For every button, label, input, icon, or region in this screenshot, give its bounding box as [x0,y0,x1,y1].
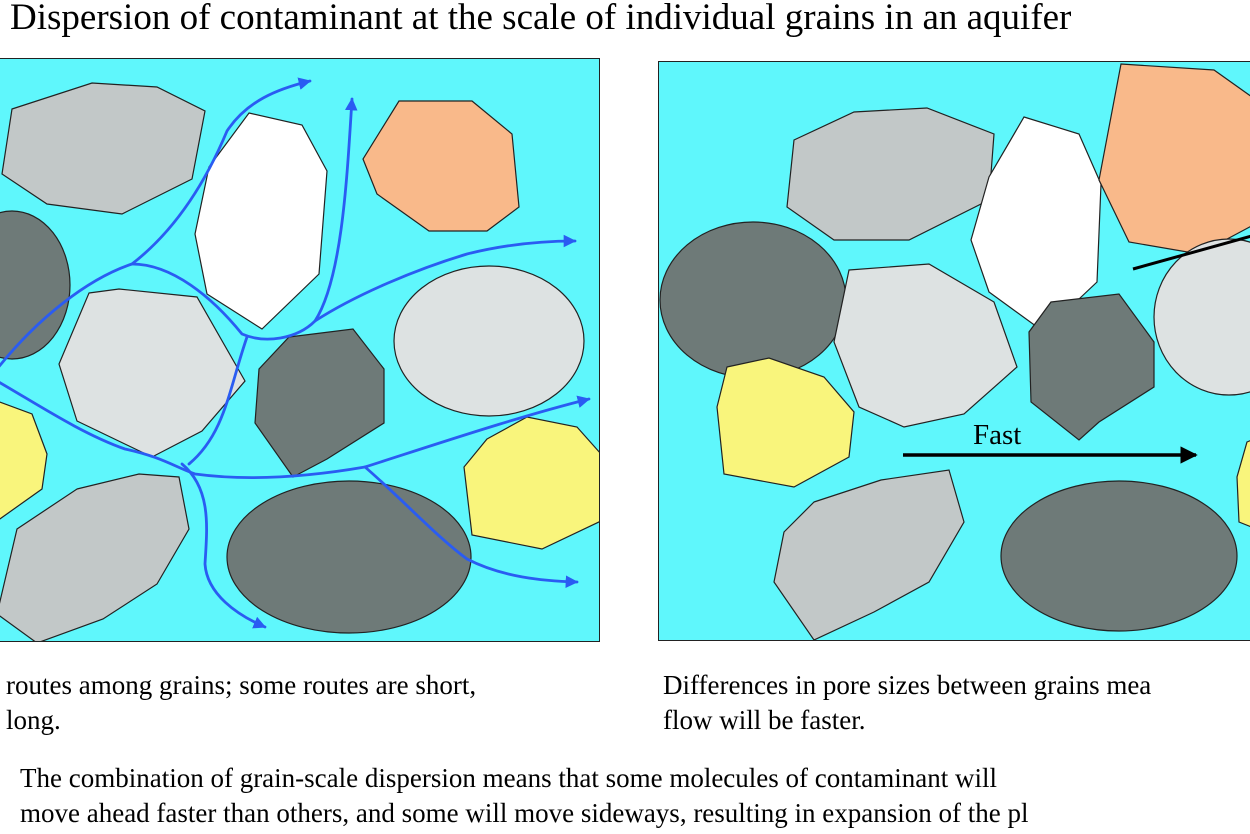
right-caption-line-2: flow will be faster. [663,705,866,735]
grain-dark-left-edge [0,210,71,360]
left-grains [0,82,599,641]
summary-text: The combination of grain-scale dispersio… [20,761,1029,831]
right-diagram-canvas: Fast [659,63,1250,640]
grain-white-top [194,112,328,330]
flow-path-bottom-down [180,462,267,629]
grain-light-center [833,263,1018,428]
grain-gray-bottom [773,469,965,640]
flow-path-center-down [187,335,249,466]
grain-yellow-left-edge [0,401,48,520]
grain-dark-bottom [226,480,472,634]
left-flow-paths [0,77,591,629]
grain-light-right [393,265,585,417]
grain-dark-bottom [1000,480,1238,632]
grain-yellow-left [716,357,855,488]
fast-label: Fast [973,419,1021,451]
right-grains [659,63,1250,640]
summary-line-1: The combination of grain-scale dispersio… [20,763,997,793]
flow-path-lower-main [0,381,591,479]
left-panel-grain-flow-diagram [0,58,600,642]
flow-path-upper-branch [130,97,358,341]
slow-arrow-line [1132,234,1250,271]
grain-gray-top [1,82,206,215]
right-caption: Differences in pore sizes between grains… [663,668,1151,738]
left-diagram-canvas [0,77,599,641]
left-caption-line-1: routes among grains; some routes are sho… [6,670,477,700]
right-caption-line-1: Differences in pore sizes between grains… [663,670,1152,700]
flow-path-bottom-right [363,465,579,588]
flow-path-top-right [0,77,312,368]
flow-path-middle-right [313,234,577,323]
grain-orange-top-right [1098,63,1250,255]
grain-light-right-edge [1153,238,1250,396]
grain-light-center [58,288,246,458]
grain-yellow-right [463,416,599,550]
grain-dark-center [1028,293,1155,441]
grain-gray-top [786,107,995,241]
diagram-title: Dispersion of contaminant at the scale o… [10,0,1072,38]
grain-gray-bottom [0,473,190,641]
left-caption: routes among grains; some routes are sho… [6,668,476,738]
right-panel-pore-size-diagram: Fast [658,61,1250,641]
grain-yellow-right-edge [1236,440,1250,528]
summary-line-2: move ahead faster than others, and some … [20,798,1029,828]
grain-orange-top [362,100,520,232]
grain-dark-left [659,221,847,379]
grain-dark-center [254,328,385,478]
left-caption-line-2: long. [6,705,61,735]
